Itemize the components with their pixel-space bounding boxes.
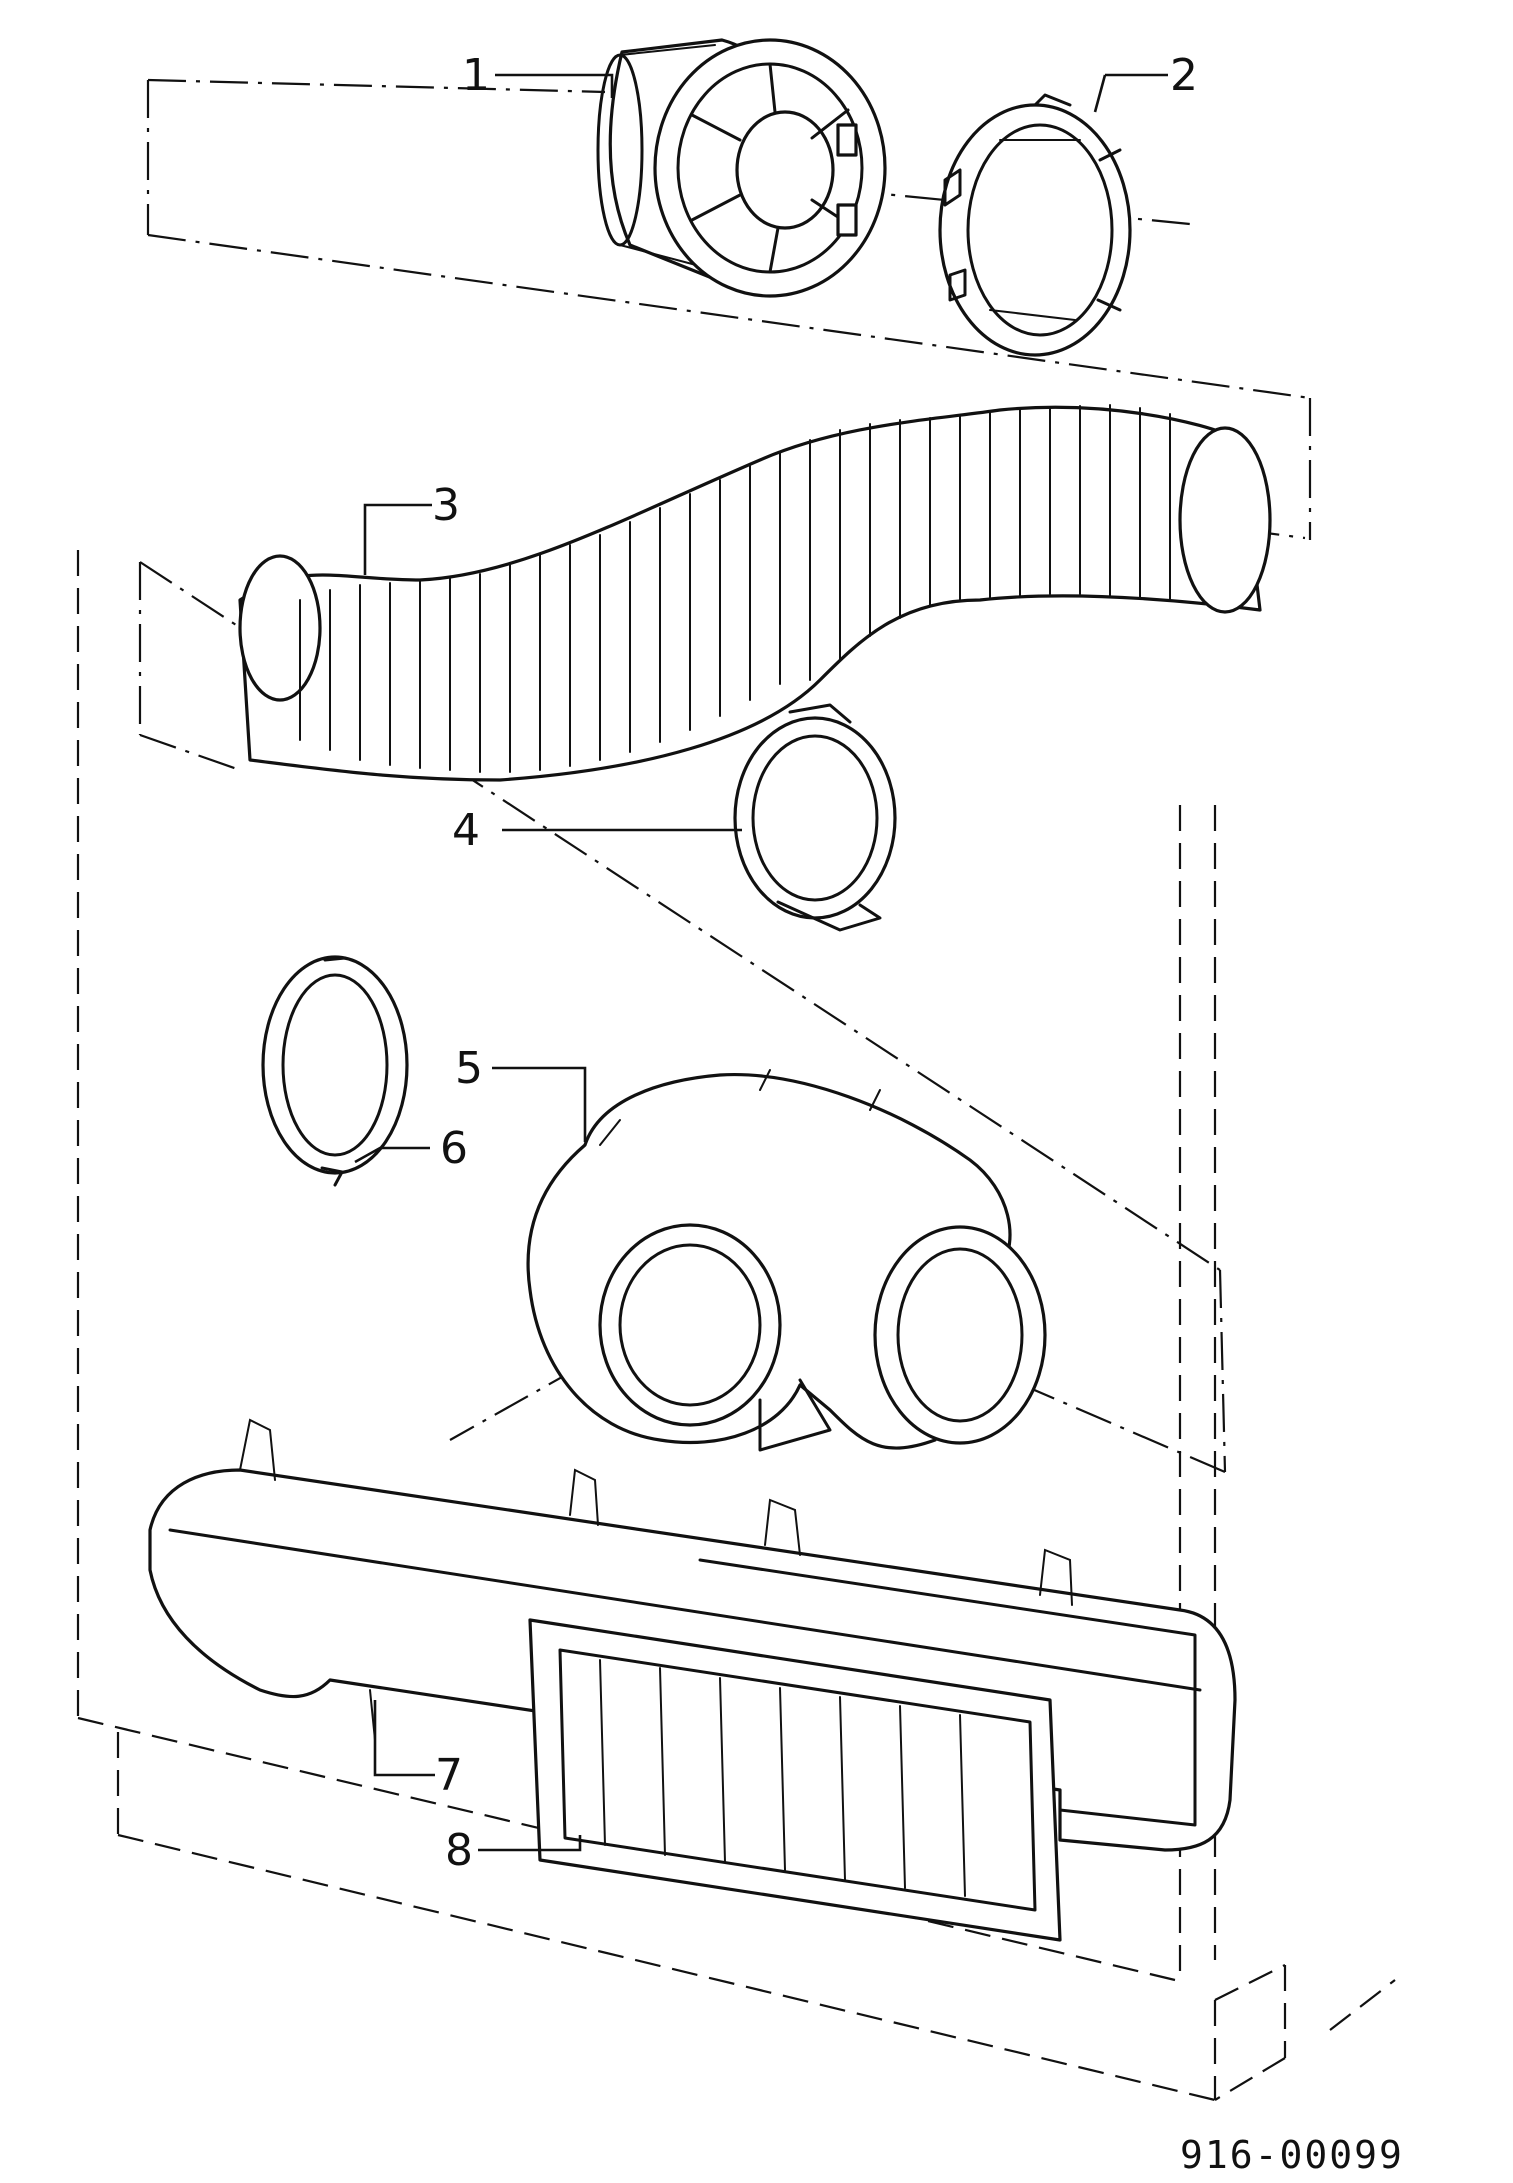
callout-8: 8 [445, 1825, 473, 1876]
part-3-flexible-hose [238, 404, 1272, 782]
part-6-flange-ring [261, 955, 409, 1187]
part-2-retaining-ring [938, 93, 1132, 357]
callout-5: 5 [455, 1043, 483, 1094]
callout-6: 6 [440, 1123, 468, 1174]
part-5-blower-housing [526, 1069, 1047, 1452]
part-8-grille-gasket [528, 1618, 1062, 1942]
callout-4: 4 [452, 805, 480, 856]
document-number: 916-00099 [1180, 2133, 1404, 2177]
callout-labels: 1 2 3 4 5 6 7 8 [432, 50, 1198, 1876]
callout-7: 7 [435, 1750, 463, 1801]
callout-1: 1 [462, 50, 490, 101]
part-4-hose-clamp [733, 703, 897, 932]
leader-lines [354, 73, 1168, 1852]
callout-2: 2 [1170, 50, 1198, 101]
callout-3: 3 [432, 480, 460, 531]
part-1-intake-adapter [596, 38, 887, 298]
